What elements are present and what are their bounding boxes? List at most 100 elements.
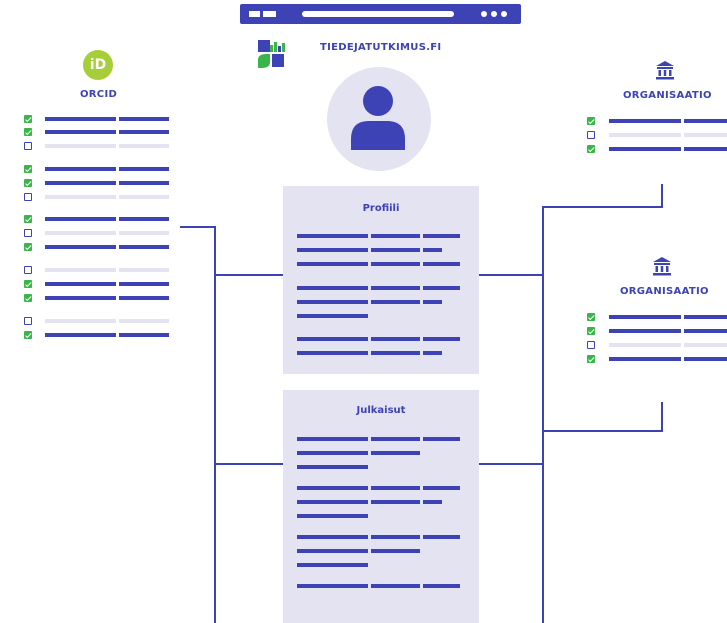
placeholder-text-line — [297, 300, 368, 304]
checkbox-checked[interactable] — [24, 215, 32, 223]
checkbox-checked[interactable] — [587, 145, 595, 153]
placeholder-text-line — [297, 584, 368, 588]
connector-line — [214, 226, 216, 623]
orcid-logo-icon: iD — [83, 50, 113, 80]
browser-menu-icon — [481, 11, 509, 17]
checkbox-checked[interactable] — [24, 165, 32, 173]
placeholder-text-line — [371, 351, 420, 355]
placeholder-text-line — [423, 500, 442, 504]
bank-icon — [653, 257, 671, 276]
checkbox-unchecked[interactable] — [24, 229, 32, 237]
placeholder-text-line — [45, 217, 116, 221]
placeholder-text-line — [119, 268, 169, 272]
placeholder-text-line — [423, 584, 460, 588]
checkbox-checked[interactable] — [587, 327, 595, 335]
site-name: TIEDEJATUTKIMUS.FI — [320, 42, 442, 53]
placeholder-text-line — [119, 245, 169, 249]
checkbox-unchecked[interactable] — [24, 317, 32, 325]
placeholder-text-line — [684, 119, 727, 123]
placeholder-text-line — [45, 296, 116, 300]
placeholder-text-line — [371, 500, 420, 504]
placeholder-text-line — [684, 147, 727, 151]
browser-address-bar — [302, 11, 454, 17]
checkbox-checked[interactable] — [587, 313, 595, 321]
placeholder-text-line — [423, 351, 442, 355]
placeholder-text-line — [423, 248, 442, 252]
placeholder-text-line — [297, 500, 368, 504]
connector-line — [542, 206, 663, 208]
placeholder-text-line — [423, 300, 442, 304]
placeholder-text-line — [371, 262, 420, 266]
checkbox-checked[interactable] — [24, 243, 32, 251]
placeholder-text-line — [297, 535, 368, 539]
placeholder-text-line — [423, 535, 460, 539]
placeholder-text-line — [297, 563, 368, 567]
placeholder-text-line — [119, 144, 169, 148]
placeholder-text-line — [684, 133, 727, 137]
placeholder-text-line — [119, 117, 169, 121]
connector-line — [478, 463, 544, 465]
placeholder-text-line — [609, 329, 681, 333]
placeholder-text-line — [45, 333, 116, 337]
placeholder-text-line — [371, 535, 420, 539]
placeholder-text-line — [45, 319, 116, 323]
bank-icon — [656, 61, 674, 80]
browser-window-bar — [240, 4, 521, 24]
checkbox-unchecked[interactable] — [24, 266, 32, 274]
placeholder-text-line — [119, 167, 169, 171]
placeholder-text-line — [371, 486, 420, 490]
orcid-title: ORCID — [80, 89, 118, 100]
tiedejatutkimus-logo-icon — [258, 40, 285, 68]
placeholder-text-line — [297, 286, 368, 290]
connector-line — [661, 184, 663, 208]
organisation-title: ORGANISAATIO — [623, 90, 712, 101]
checkbox-checked[interactable] — [24, 128, 32, 136]
placeholder-text-line — [684, 343, 727, 347]
placeholder-text-line — [119, 333, 169, 337]
placeholder-text-line — [45, 181, 116, 185]
placeholder-text-line — [119, 296, 169, 300]
publications-card-title: Julkaisut — [356, 405, 406, 416]
placeholder-text-line — [423, 262, 460, 266]
checkbox-checked[interactable] — [24, 115, 32, 123]
placeholder-text-line — [119, 181, 169, 185]
checkbox-checked[interactable] — [24, 331, 32, 339]
placeholder-text-line — [297, 465, 368, 469]
checkbox-checked[interactable] — [24, 294, 32, 302]
checkbox-unchecked[interactable] — [24, 142, 32, 150]
placeholder-text-line — [45, 231, 116, 235]
checkbox-checked[interactable] — [587, 117, 595, 125]
placeholder-text-line — [371, 337, 420, 341]
placeholder-text-line — [423, 486, 460, 490]
placeholder-text-line — [119, 195, 169, 199]
connector-line — [214, 463, 284, 465]
profile-card: Profiili — [283, 186, 479, 374]
checkbox-checked[interactable] — [24, 280, 32, 288]
placeholder-text-line — [45, 117, 116, 121]
placeholder-text-line — [371, 248, 420, 252]
placeholder-text-line — [609, 133, 681, 137]
placeholder-text-line — [609, 357, 681, 361]
browser-tab-placeholder — [263, 11, 276, 17]
checkbox-unchecked[interactable] — [24, 193, 32, 201]
placeholder-text-line — [609, 119, 681, 123]
placeholder-text-line — [297, 351, 368, 355]
checkbox-checked[interactable] — [24, 179, 32, 187]
placeholder-text-line — [371, 549, 420, 553]
placeholder-text-line — [371, 437, 420, 441]
orcid-logo-text: iD — [89, 57, 107, 73]
placeholder-text-line — [371, 451, 420, 455]
placeholder-text-line — [297, 451, 368, 455]
checkbox-unchecked[interactable] — [587, 341, 595, 349]
checkbox-unchecked[interactable] — [587, 131, 595, 139]
profile-card-title: Profiili — [362, 203, 400, 214]
connector-line — [542, 430, 663, 432]
placeholder-text-line — [371, 234, 420, 238]
placeholder-text-line — [423, 234, 460, 238]
checkbox-checked[interactable] — [587, 355, 595, 363]
placeholder-text-line — [45, 144, 116, 148]
placeholder-text-line — [371, 286, 420, 290]
placeholder-text-line — [119, 319, 169, 323]
placeholder-text-line — [609, 343, 681, 347]
placeholder-text-line — [684, 315, 727, 319]
